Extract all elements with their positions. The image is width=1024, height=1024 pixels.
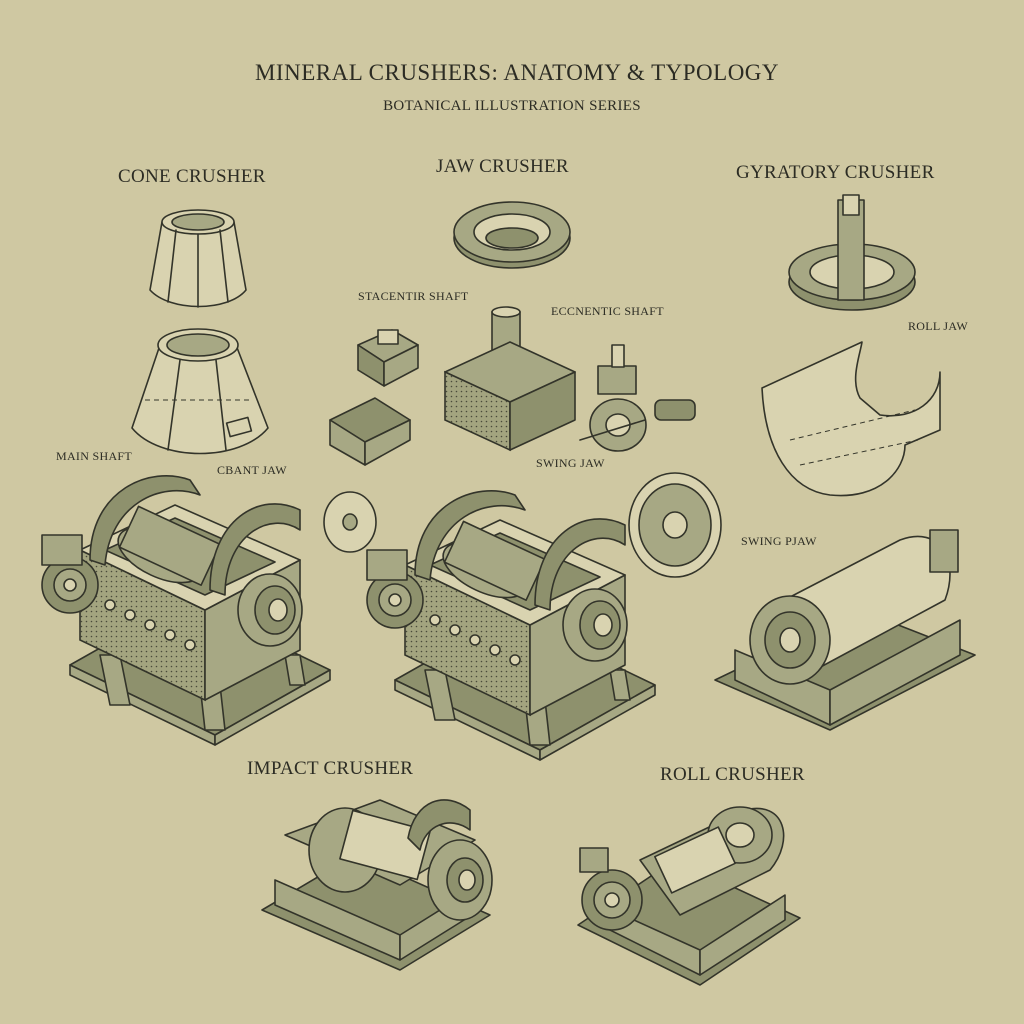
label-roll-jaw: ROLL JAW bbox=[908, 319, 968, 333]
roll-crusher-illustration bbox=[577, 806, 801, 986]
cone-crusher-illustration bbox=[41, 209, 331, 746]
label-eccentric-shaft: ECCNENTIC SHAFT bbox=[551, 304, 664, 318]
section-title-roll: ROLL CRUSHER bbox=[660, 764, 805, 785]
impact-crusher-illustration bbox=[261, 799, 493, 971]
section-title-jaw: JAW CRUSHER bbox=[436, 156, 569, 177]
section-title-impact: IMPACT CRUSHER bbox=[247, 758, 414, 779]
label-swing-jaw: SWING JAW bbox=[536, 456, 605, 470]
page-title: MINERAL CRUSHERS: ANATOMY & TYPOLOGY bbox=[254, 60, 780, 85]
label-stacentir-shaft: STACENTIR SHAFT bbox=[358, 289, 469, 303]
gyratory-crusher-illustration bbox=[714, 194, 976, 731]
page-subtitle: BOTANICAL ILLUSTRATION SERIES bbox=[383, 98, 641, 114]
jaw-crusher-illustration bbox=[323, 201, 722, 761]
section-title-gyratory: GYRATORY CRUSHER bbox=[736, 162, 935, 183]
label-cbant-jaw: CBANT JAW bbox=[217, 463, 287, 477]
label-main-shaft: MAIN SHAFT bbox=[56, 449, 133, 463]
label-swing-pjaw: SWING PJAW bbox=[741, 534, 817, 548]
section-title-cone: CONE CRUSHER bbox=[118, 166, 266, 187]
